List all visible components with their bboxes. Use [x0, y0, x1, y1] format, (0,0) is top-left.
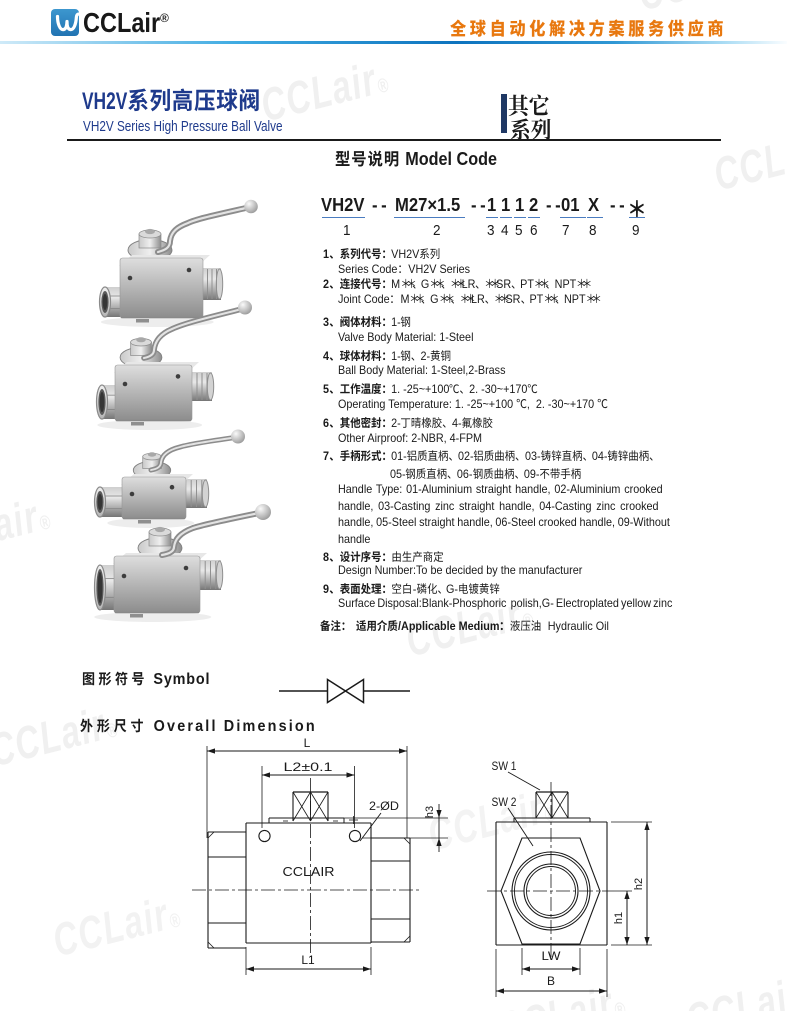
- svg-text:L: L: [304, 736, 311, 750]
- svg-text:B: B: [547, 974, 555, 988]
- svg-text:CCLAIR: CCLAIR: [283, 864, 335, 879]
- svg-text:L1: L1: [301, 953, 315, 967]
- svg-text:h1: h1: [613, 912, 625, 924]
- svg-text:SW 1: SW 1: [492, 759, 517, 773]
- svg-text:LW: LW: [542, 949, 562, 963]
- svg-text:h2: h2: [633, 878, 645, 890]
- svg-text:SW 2: SW 2: [492, 795, 517, 809]
- svg-text:h3: h3: [424, 806, 436, 818]
- svg-text:L2±0.1: L2±0.1: [284, 760, 333, 774]
- svg-text:2-ØD: 2-ØD: [369, 799, 399, 813]
